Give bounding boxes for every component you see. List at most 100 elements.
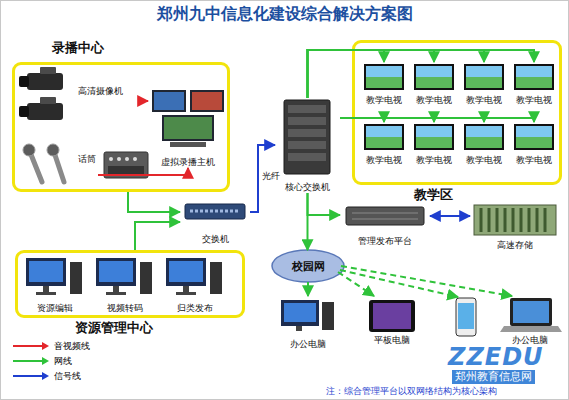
node-label: 交换机 — [202, 234, 229, 245]
legend-swatch — [12, 371, 50, 381]
device-node: 归类发布 — [162, 254, 228, 314]
mixer-knob — [133, 157, 137, 161]
watermark: ZZEDU — [448, 344, 544, 370]
connector-line — [308, 50, 535, 98]
device-node: 话筒 — [18, 142, 98, 188]
device-node: 视频转码 — [92, 254, 158, 314]
server-body — [346, 207, 424, 225]
node-label: 教学电视 — [516, 95, 552, 106]
connector-line — [341, 266, 512, 296]
pc-tower — [210, 262, 222, 294]
tv-frame — [464, 124, 504, 150]
rack-slot — [288, 117, 326, 125]
tv-frame — [514, 64, 554, 90]
server-stripe — [352, 213, 418, 214]
microphone-icon — [23, 144, 64, 182]
monitor-base — [176, 292, 196, 295]
tv-screen — [466, 77, 502, 88]
node-label: 教学电视 — [466, 155, 502, 166]
audio-mixer-icon — [104, 152, 148, 178]
connector-line — [340, 118, 534, 122]
legend-text: 音视频线 — [54, 340, 90, 352]
device-node: 资源编辑 — [22, 254, 88, 314]
node-label: 办公电脑 — [290, 339, 326, 350]
microphone-handle — [54, 152, 64, 182]
pc-tower — [70, 262, 82, 294]
monitor-base — [36, 292, 56, 295]
pc-tower — [322, 302, 334, 330]
legend-text: 网线 — [54, 355, 72, 367]
camcorder-icon — [19, 67, 63, 120]
node-label: 话筒 — [78, 154, 96, 165]
camcorder-body — [27, 103, 63, 120]
device-node: 教学电视 — [460, 62, 508, 106]
device-node: 教学电视 — [410, 122, 458, 166]
tablet-screen — [373, 303, 411, 329]
legend-row: 信号线 — [12, 370, 81, 382]
monitor — [96, 258, 136, 286]
device-node: 教学电视 — [510, 62, 558, 106]
monitor-screen — [29, 261, 63, 282]
legend-swatch — [12, 356, 50, 366]
monitor — [152, 90, 186, 112]
microphone-head — [23, 144, 35, 156]
tv-frame — [364, 124, 404, 150]
camcorder-lens — [19, 106, 29, 117]
rack-slot — [288, 153, 326, 161]
node-label: 教学电视 — [516, 155, 552, 166]
monitor-screen — [192, 92, 222, 110]
rack-slot — [288, 129, 326, 137]
mixer-knob — [125, 157, 129, 161]
node-label: 归类发布 — [177, 303, 213, 314]
legend-row: 网线 — [12, 355, 72, 367]
node-label: 教学电视 — [366, 155, 402, 166]
monitor-screen — [164, 117, 212, 139]
tv-screen — [416, 126, 452, 137]
connector-line — [308, 50, 385, 98]
mixer-knob — [117, 157, 121, 161]
connector-line — [307, 193, 309, 250]
connector-line — [340, 118, 434, 122]
legend-arrow — [42, 342, 49, 350]
tv-screen — [366, 77, 402, 88]
device-node: 教学电视 — [510, 122, 558, 166]
tv-screen — [416, 77, 452, 88]
tv-screen — [516, 126, 552, 137]
device-node: 办公电脑 — [498, 296, 562, 346]
server-icon — [346, 207, 424, 225]
device-node: 交换机 — [180, 200, 250, 245]
group-heading: 录播中心 — [52, 40, 104, 56]
device-node: 校园网 — [272, 250, 344, 282]
laptop-base — [500, 326, 562, 332]
laptop-screen — [513, 301, 549, 323]
laptop-icon — [500, 298, 562, 332]
monitor-screen — [154, 92, 184, 110]
connector-line — [308, 50, 485, 98]
connector-line — [140, 100, 148, 102]
monitor-stand — [183, 286, 189, 292]
node-label: 校园网 — [272, 261, 344, 272]
recording-host-icon — [152, 90, 224, 147]
mixer-knob — [109, 157, 113, 161]
server-stripe — [352, 219, 418, 220]
legend-line — [13, 375, 43, 377]
group-box: 教学区教学电视教学电视教学电视教学电视教学电视教学电视教学电视教学电视 — [352, 40, 562, 185]
connector-line — [340, 118, 384, 122]
monitor — [166, 258, 206, 286]
switch-ports — [190, 210, 240, 213]
tv-screen — [366, 126, 402, 137]
monitor — [281, 300, 319, 326]
device-node: 高清摄像机 — [18, 66, 140, 136]
laptop-lid — [510, 298, 552, 326]
camcorder-top — [40, 67, 56, 74]
node-label: 虚拟录播主机 — [161, 157, 215, 168]
tablet-body — [369, 300, 415, 332]
tv-frame — [414, 124, 454, 150]
device-node: 平板电脑 — [362, 296, 422, 346]
camcorder-top — [40, 97, 56, 104]
monitor — [162, 115, 214, 141]
network-cloud — [272, 250, 344, 282]
